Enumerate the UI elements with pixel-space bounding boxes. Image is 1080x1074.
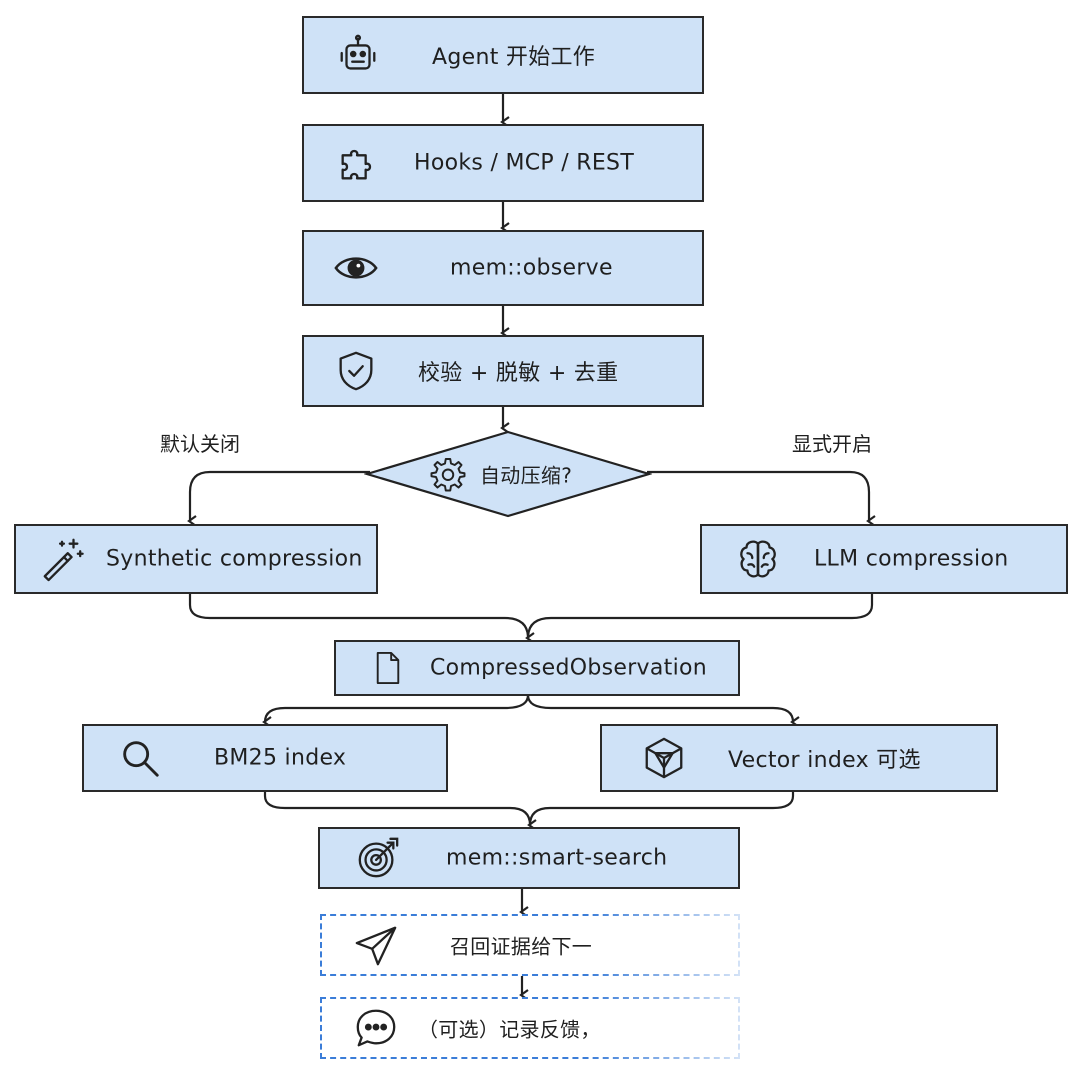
eye-icon [330,242,382,294]
shield-check-icon [330,345,382,397]
cube-icon [638,732,690,784]
target-icon [352,832,404,884]
node-label: Vector index 可选 [728,748,921,773]
node-hooks: Hooks / MCP / REST [302,124,704,202]
node-label: Hooks / MCP / REST [414,150,635,176]
node-label: （可选）记录反馈， [418,1017,601,1042]
branch-label-right: 显式开启 [792,432,872,456]
node-smart-search: mem::smart-search [318,827,740,889]
puzzle-icon [332,137,384,189]
document-icon [362,642,414,694]
chat-bubble-icon [350,1002,402,1054]
node-observe: mem::observe [302,230,704,306]
node-label: CompressedObservation [430,655,708,681]
node-agent-start: Agent 开始工作 [302,16,704,94]
node-label: LLM compression [814,546,1009,572]
node-label: 自动压缩? [480,463,573,488]
decision-diamond [363,430,653,518]
node-label: mem::observe [450,255,613,281]
fade-overlay [586,906,1080,1074]
node-decision: 自动压缩? [363,430,653,518]
node-validate: 校验 + 脱敏 + 去重 [302,335,704,407]
brain-icon [732,533,784,585]
search-icon [114,732,166,784]
gear-icon [428,454,468,494]
send-icon [350,919,402,971]
magic-wand-icon [36,533,88,585]
node-label: 召回证据给下一 [450,934,593,959]
node-compressed-observation: CompressedObservation [334,640,740,696]
node-llm-compression: LLM compression [700,524,1068,594]
node-synthetic-compression: Synthetic compression [14,524,378,594]
robot-icon [332,29,384,81]
node-label: 校验 + 脱敏 + 去重 [418,361,619,386]
node-label: mem::smart-search [446,845,668,871]
node-label: BM25 index [214,745,347,771]
node-label: Agent 开始工作 [432,45,596,70]
node-bm25-index: BM25 index [82,724,448,792]
node-vector-index: Vector index 可选 [600,724,998,792]
branch-label-left: 默认关闭 [160,432,240,456]
node-label: Synthetic compression [106,546,363,572]
